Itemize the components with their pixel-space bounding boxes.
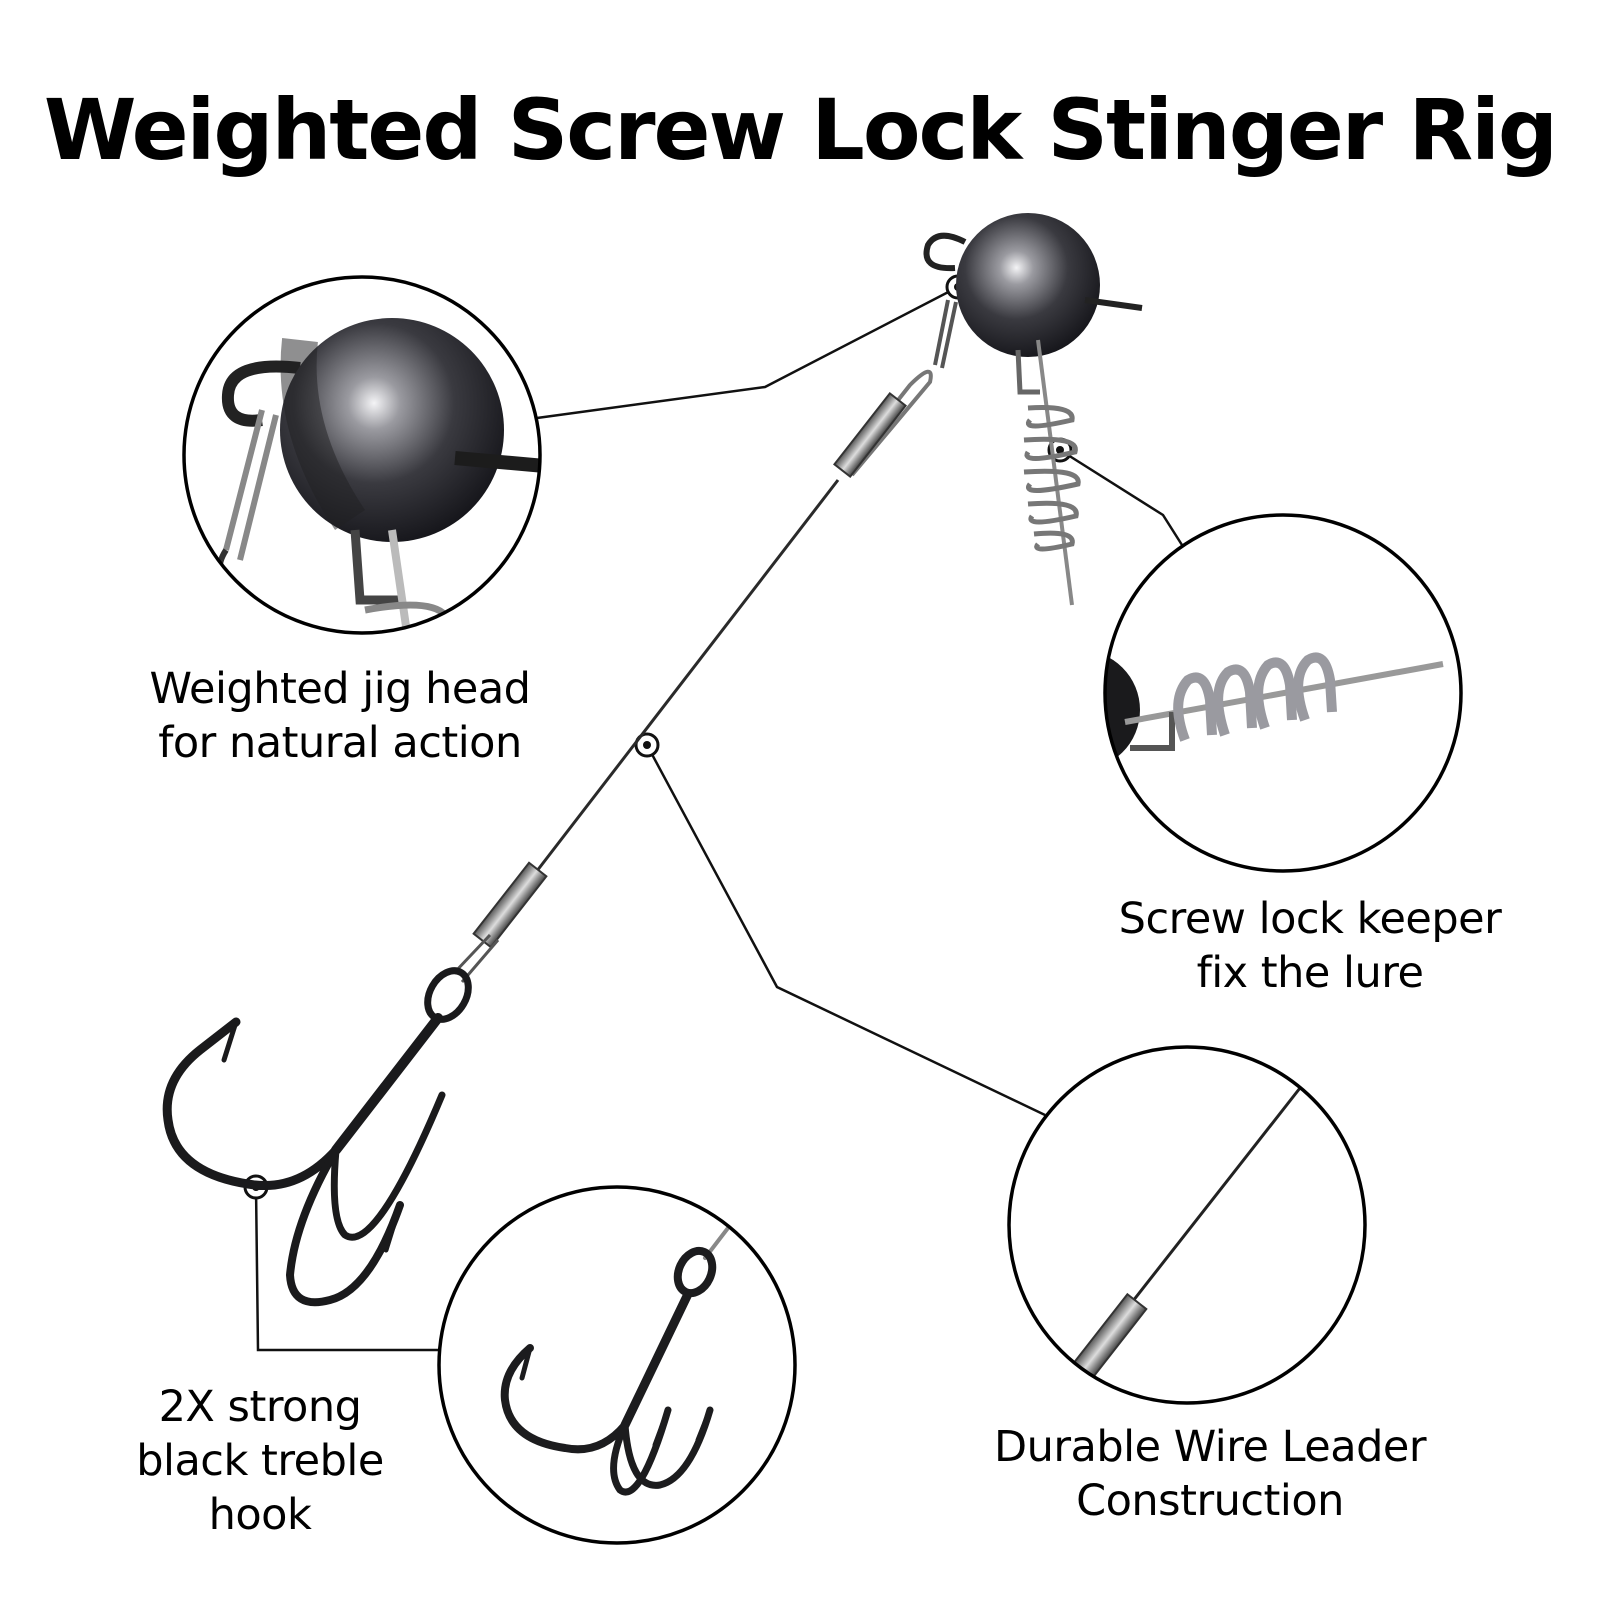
- jig-head-ball: [956, 213, 1100, 357]
- callout-wire-leader-line2: Construction: [1076, 1476, 1344, 1526]
- screw-lock-keeper: [1015, 339, 1081, 606]
- callout-wire-leader: Durable Wire Leader Construction: [920, 1420, 1500, 1528]
- inset-treble-hook: [437, 1185, 797, 1545]
- inset-jig-head: [182, 275, 542, 635]
- main-rig: [162, 213, 1143, 1307]
- callout-treble-hook-line2: black treble: [136, 1436, 384, 1486]
- leader-lines: [254, 285, 1184, 1352]
- callout-treble-hook-line3: hook: [208, 1490, 312, 1540]
- treble-hook: [162, 967, 472, 1307]
- callout-jig-head: Weighted jig head for natural action: [80, 662, 600, 770]
- leader-line-wire: [645, 744, 1046, 1117]
- callout-screw-lock-line2: fix the lure: [1196, 948, 1424, 998]
- callout-treble-hook-line1: 2X strong: [158, 1382, 362, 1432]
- inset-screw-lock: [1103, 513, 1463, 873]
- jig-line-tie: [923, 232, 967, 272]
- page-title: Weighted Screw Lock Stinger Rig: [43, 81, 1558, 179]
- callout-treble-hook: 2X strong black treble hook: [60, 1380, 460, 1542]
- leader-line-screw: [1059, 448, 1184, 546]
- callout-screw-lock-line1: Screw lock keeper: [1118, 894, 1502, 944]
- callout-screw-lock: Screw lock keeper fix the lure: [1040, 892, 1580, 1000]
- leader-line-jig: [536, 285, 959, 420]
- callout-jig-head-line1: Weighted jig head: [149, 664, 531, 714]
- callout-jig-head-line2: for natural action: [158, 718, 522, 768]
- leader-line-hook: [254, 1186, 438, 1352]
- callout-wire-leader-line1: Durable Wire Leader: [993, 1422, 1427, 1472]
- lower-crimp-sleeve: [472, 861, 548, 949]
- upper-crimp-sleeve: [833, 391, 907, 479]
- wire-leader: [528, 479, 840, 881]
- inset-wire-leader: [1007, 1045, 1367, 1405]
